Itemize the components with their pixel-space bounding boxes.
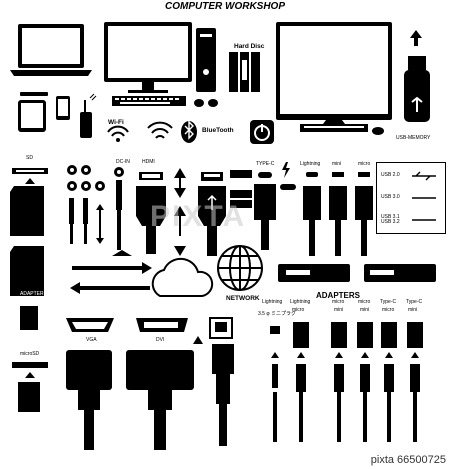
smartphone-icon bbox=[56, 96, 70, 120]
desktop-monitor-icon bbox=[104, 22, 192, 93]
adapter-col-2: Lightning bbox=[290, 299, 311, 305]
micro-sd-card-icon bbox=[18, 382, 40, 412]
hdmi-connector-icon bbox=[136, 172, 166, 254]
hdmi-label: HDMI bbox=[142, 159, 155, 165]
micro-sd-adapter-icon bbox=[10, 246, 44, 296]
mouse-icon bbox=[208, 99, 218, 107]
type-c-label: TYPE-C bbox=[256, 161, 275, 167]
micro-sd-slot-icon bbox=[12, 362, 48, 368]
dvi-connector-icon bbox=[126, 350, 194, 450]
bluetooth-icon bbox=[181, 120, 197, 143]
adapter-col-5: Type-C bbox=[380, 299, 397, 305]
wifi-router-icon bbox=[80, 93, 97, 138]
keyboard-icon bbox=[300, 124, 368, 132]
adapter-label: ADAPTER bbox=[20, 291, 44, 297]
adapter-sub-2: micro bbox=[292, 307, 305, 313]
mouse-icon bbox=[372, 127, 384, 135]
adapter-col-4: micro bbox=[358, 299, 371, 305]
adapters-grid-icon bbox=[270, 322, 423, 442]
bluetooth-label: BlueTooth bbox=[202, 127, 234, 134]
tablet-icon bbox=[18, 100, 46, 132]
mini-label: mini bbox=[332, 161, 342, 167]
audio-plug-icon bbox=[69, 198, 104, 244]
dc-in-icon bbox=[114, 167, 124, 250]
thunderbolt-icon bbox=[280, 162, 296, 190]
usb-symbol-icon bbox=[412, 171, 436, 221]
dvi-label: DVI bbox=[156, 337, 165, 343]
wifi-label: Wi-Fi bbox=[108, 119, 124, 126]
sd-label: SD bbox=[26, 155, 33, 161]
pc-tower-icon bbox=[196, 28, 216, 92]
large-monitor-icon bbox=[276, 22, 392, 128]
cloud-icon bbox=[151, 257, 214, 297]
dc-in-label: DC-IN bbox=[116, 159, 130, 165]
vga-connector-icon bbox=[66, 350, 112, 450]
lightning-label: Lightning bbox=[300, 161, 321, 167]
usb-version-3: USB 3.0 bbox=[381, 194, 400, 200]
hard-disc-label: Hard Disc bbox=[234, 43, 265, 50]
lan-connector-icon bbox=[212, 344, 234, 446]
usb-3-port-icon bbox=[230, 170, 252, 208]
laptop-icon bbox=[10, 24, 92, 76]
usb-memory-icon bbox=[404, 30, 430, 122]
lan-port-icon bbox=[209, 317, 233, 339]
usb-a-connector-icon bbox=[198, 172, 226, 256]
wifi-icon bbox=[147, 121, 173, 139]
keyboard-icon bbox=[112, 96, 186, 106]
adapters-label: ADAPTERS bbox=[316, 291, 361, 300]
hard-disc-icon bbox=[229, 52, 260, 92]
network-device-icon bbox=[278, 264, 436, 282]
power-button-icon bbox=[250, 120, 274, 144]
micro-usb-connector-icon bbox=[355, 172, 373, 256]
adapter-sub-3: mini bbox=[334, 307, 344, 313]
adapter-sub-6: mini bbox=[408, 307, 418, 313]
jack-label: 3.5 φ ミニプラグ bbox=[258, 311, 296, 317]
double-arrow-icon bbox=[174, 168, 186, 256]
micro-label: micro bbox=[358, 161, 371, 167]
usb-version-2: USB 2.0 bbox=[381, 172, 400, 178]
lightning-connector-icon bbox=[303, 172, 321, 256]
microsd-label: microSD bbox=[20, 351, 40, 357]
usb-version-legend: USB 2.0 USB 3.0 USB 3.1 USB 3.2 bbox=[376, 162, 446, 234]
vga-port-icon bbox=[66, 318, 114, 332]
mini-usb-connector-icon bbox=[329, 172, 347, 256]
adapter-col-6: Type-C bbox=[406, 299, 423, 305]
vga-label: VGA bbox=[86, 337, 97, 343]
sd-slot-icon bbox=[12, 168, 48, 174]
stylus-icon bbox=[20, 92, 48, 96]
micro-sd-card-icon bbox=[20, 306, 38, 330]
audio-jack-icon bbox=[67, 165, 105, 191]
arrow-up-icon bbox=[25, 178, 35, 184]
adapter-col-1: Lightning bbox=[262, 299, 283, 305]
image-id: pixta 66500725 bbox=[370, 454, 446, 466]
sd-card-icon bbox=[10, 186, 44, 236]
adapter-col-3: micro bbox=[332, 299, 345, 305]
sheet-title: COMPUTER WORKSHOP bbox=[165, 1, 285, 12]
network-globe-icon bbox=[217, 245, 263, 291]
watermark: PIXTA bbox=[150, 200, 247, 233]
usb-type-c-connector-icon bbox=[254, 172, 276, 250]
wifi-icon bbox=[107, 125, 129, 137]
mouse-icon bbox=[194, 99, 204, 107]
adapter-sub-4: mini bbox=[360, 307, 370, 313]
usb-memory-label: USB-MEMORY bbox=[396, 135, 431, 141]
usb-version-31: USB 3.1 USB 3.2 bbox=[381, 214, 400, 225]
dvi-port-icon bbox=[136, 318, 188, 332]
adapter-sub-5: micro bbox=[382, 307, 395, 313]
transfer-arrows-icon bbox=[70, 250, 152, 294]
network-label: NETWORK bbox=[226, 295, 260, 302]
